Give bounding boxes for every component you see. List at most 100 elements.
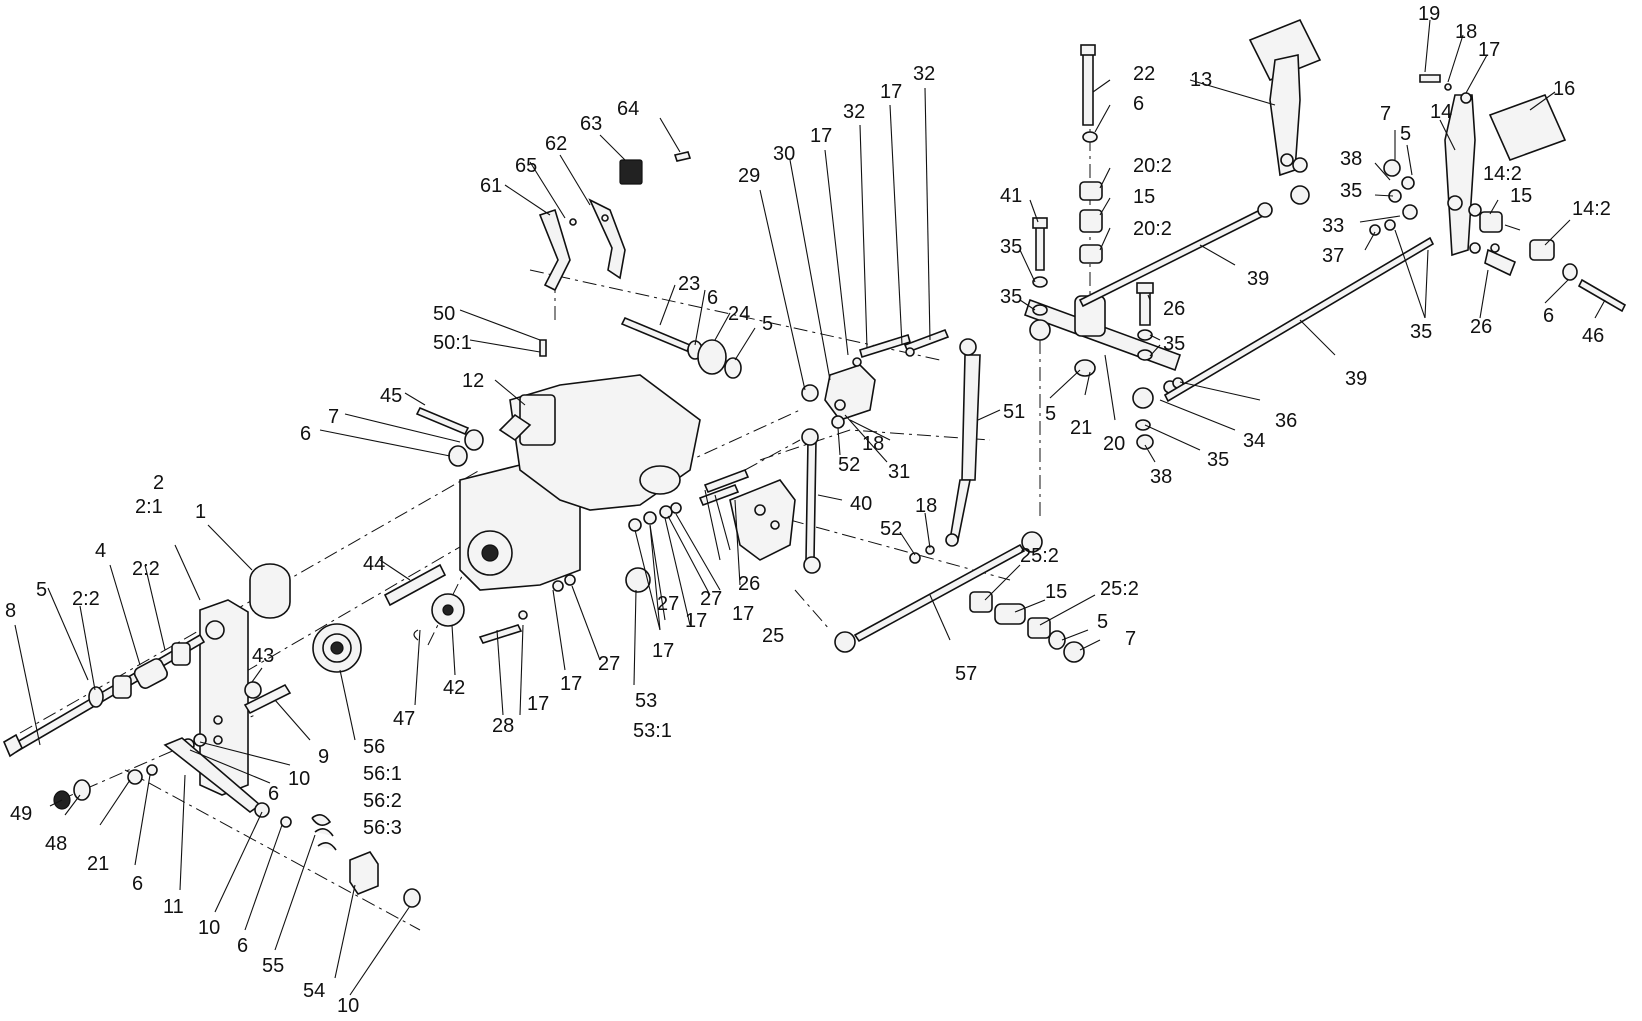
callout-5: 5 (1045, 403, 1056, 425)
callout-39: 39 (1247, 268, 1269, 290)
callout-29: 29 (738, 165, 760, 187)
callout-20-2: 20:2 (1133, 218, 1172, 240)
callout-26: 26 (738, 573, 760, 595)
callout-56-1: 56:1 (363, 763, 402, 785)
callout-21: 21 (87, 853, 109, 875)
callout-17: 17 (652, 640, 674, 662)
callout-53: 53 (635, 690, 657, 712)
callout-27: 27 (657, 593, 679, 615)
callout-35: 35 (1207, 449, 1229, 471)
callout-7: 7 (1125, 628, 1136, 650)
callout-64: 64 (617, 98, 639, 120)
callout-49: 49 (10, 803, 32, 825)
callout-20: 20 (1103, 433, 1125, 455)
callout-12: 12 (462, 370, 484, 392)
rod-57 (834, 531, 1043, 653)
callout-61: 61 (480, 175, 502, 197)
callout-35: 35 (1410, 321, 1432, 343)
callout-8: 8 (5, 600, 16, 622)
callout-20-2: 20:2 (1133, 155, 1172, 177)
callout-6: 6 (300, 423, 311, 445)
callout-65: 65 (515, 155, 537, 177)
callout-15: 15 (1510, 185, 1532, 207)
callout-15: 15 (1045, 581, 1067, 603)
callout-13: 13 (1190, 69, 1212, 91)
callout-56-2: 56:2 (363, 790, 402, 812)
pedal-13 (1078, 18, 1322, 308)
callout-17: 17 (527, 693, 549, 715)
callout-50: 50 (433, 303, 455, 325)
callout-32: 32 (913, 63, 935, 85)
callout-17: 17 (880, 81, 902, 103)
callout-38: 38 (1150, 466, 1172, 488)
callout-17: 17 (560, 673, 582, 695)
callout-25: 25 (762, 625, 784, 647)
callout-35: 35 (1340, 180, 1362, 202)
callout-25-2: 25:2 (1020, 545, 1059, 567)
callout-7: 7 (328, 406, 339, 428)
callout-2: 2 (153, 472, 164, 494)
callout-14-2: 14:2 (1572, 198, 1611, 220)
sprockets (312, 563, 465, 673)
callout-9: 9 (318, 746, 329, 768)
callout-36: 36 (1275, 410, 1297, 432)
callout-28: 28 (492, 715, 514, 737)
callout-41: 41 (1000, 185, 1022, 207)
callout-39: 39 (1345, 368, 1367, 390)
callout-35: 35 (1163, 333, 1185, 355)
callout-6: 6 (1543, 305, 1554, 327)
callout-62: 62 (545, 133, 567, 155)
callout-38: 38 (1340, 148, 1362, 170)
callout-48: 48 (45, 833, 67, 855)
callout-2-2: 2:2 (72, 588, 100, 610)
callout-24: 24 (728, 303, 750, 325)
callout-15: 15 (1133, 186, 1155, 208)
callout-2-2: 2:2 (132, 558, 160, 580)
callout-44: 44 (363, 553, 385, 575)
bolt-23 (620, 316, 742, 379)
callout-53-1: 53:1 (633, 720, 672, 742)
callout-35: 35 (1000, 236, 1022, 258)
callout-40: 40 (850, 493, 872, 515)
callout-5: 5 (1400, 123, 1411, 145)
leader-lines (14, 19, 1606, 996)
callout-35: 35 (1000, 286, 1022, 308)
pivot-bar-20 (1023, 44, 1182, 377)
callout-labels: 1 2 2:1 2:2 2:2 4 5 8 43 9 10 6 49 48 21… (5, 3, 1611, 1017)
callout-47: 47 (393, 708, 415, 730)
callout-17: 17 (732, 603, 754, 625)
callout-26: 26 (1163, 298, 1185, 320)
callout-21: 21 (1070, 417, 1092, 439)
hardware-left (53, 681, 421, 908)
callout-4: 4 (95, 540, 106, 562)
spacers-left (88, 563, 291, 708)
callout-10: 10 (337, 995, 359, 1017)
switch-bracket (538, 151, 692, 292)
callout-51: 51 (1003, 401, 1025, 423)
callout-31: 31 (888, 461, 910, 483)
callout-6: 6 (707, 287, 718, 309)
callout-33: 33 (1322, 215, 1344, 237)
pivot-plate (199, 599, 249, 796)
callout-18: 18 (1455, 21, 1477, 43)
callout-10: 10 (198, 917, 220, 939)
transmission-housing (415, 339, 701, 644)
callout-6: 6 (268, 783, 279, 805)
callout-17: 17 (810, 125, 832, 147)
callout-17: 17 (685, 610, 707, 632)
callout-17: 17 (1478, 39, 1500, 61)
callout-34: 34 (1243, 430, 1265, 452)
callout-57: 57 (955, 663, 977, 685)
callout-1: 1 (195, 501, 206, 523)
callout-6: 6 (1133, 93, 1144, 115)
callout-42: 42 (443, 677, 465, 699)
callout-52: 52 (880, 518, 902, 540)
callout-50-1: 50:1 (433, 332, 472, 354)
callout-19: 19 (1418, 3, 1440, 25)
rod-end-34 (1132, 377, 1184, 450)
callout-14-2: 14:2 (1483, 163, 1522, 185)
callout-14: 14 (1430, 101, 1452, 123)
callout-56: 56 (363, 736, 385, 758)
callout-37: 37 (1322, 245, 1344, 267)
